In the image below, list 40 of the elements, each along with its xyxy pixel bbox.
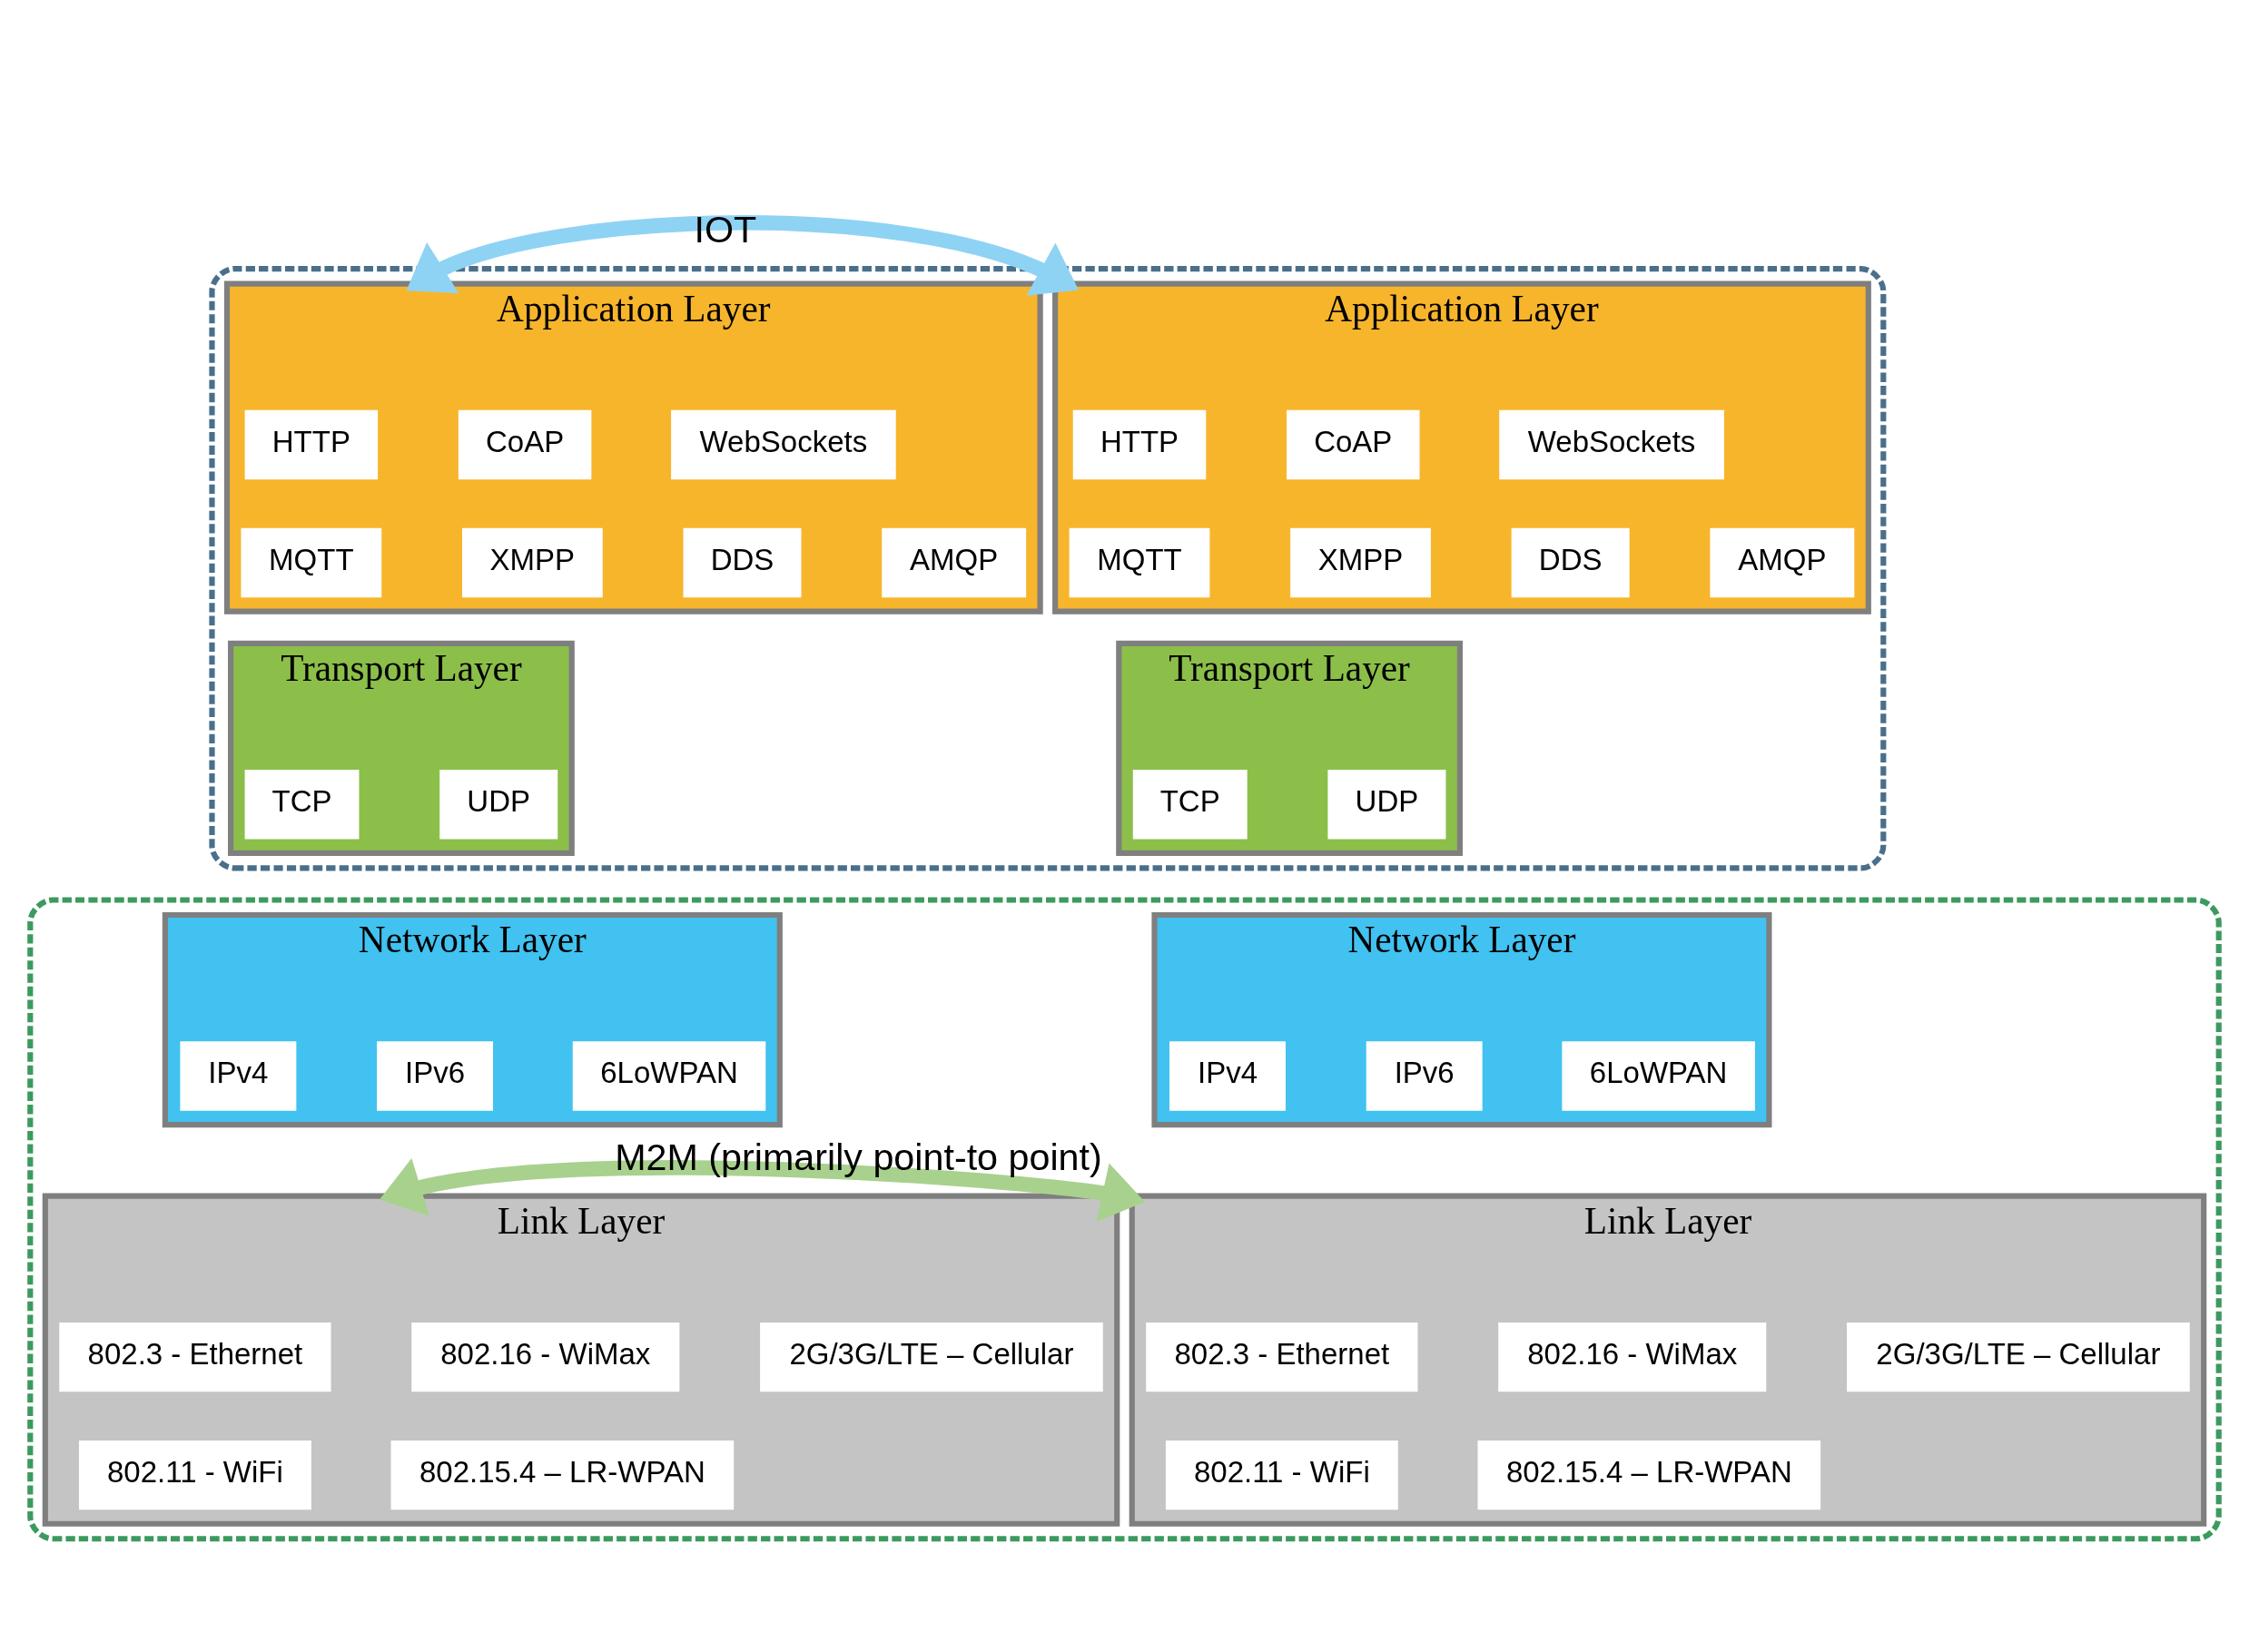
node-box: 802.3 - Ethernet bbox=[1146, 1322, 1418, 1392]
node-box: DDS bbox=[1511, 527, 1630, 598]
arrow bbox=[379, 1158, 1145, 1223]
cluster bbox=[209, 265, 1887, 871]
node-box: IPv6 bbox=[377, 1041, 494, 1111]
node-box: DDS bbox=[683, 527, 802, 598]
node-box: 802.15.4 – LR-WPAN bbox=[1477, 1440, 1821, 1510]
node-box: 802.15.4 – LR-WPAN bbox=[390, 1440, 735, 1510]
node-box: AMQP bbox=[882, 527, 1027, 598]
arrow bbox=[406, 215, 1079, 296]
node-box: MQTT bbox=[241, 527, 382, 598]
node-box: WebSockets bbox=[671, 409, 896, 480]
node-box: UDP bbox=[439, 770, 558, 840]
node-box: 6LoWPAN bbox=[572, 1041, 766, 1111]
node-box: TCP bbox=[244, 770, 360, 840]
node-box: 2G/3G/LTE – Cellular bbox=[760, 1322, 1103, 1392]
node-box: XMPP bbox=[1290, 527, 1431, 598]
node-box: 802.11 - WiFi bbox=[78, 1440, 311, 1510]
node-box: UDP bbox=[1327, 770, 1446, 840]
node-box: CoAP bbox=[1287, 409, 1420, 480]
cluster bbox=[27, 897, 2222, 1542]
node-box: 802.11 - WiFi bbox=[1165, 1440, 1398, 1510]
edge-label: IOT bbox=[694, 209, 757, 251]
node-box: XMPP bbox=[462, 527, 603, 598]
node-box: CoAP bbox=[458, 409, 592, 480]
node-box: IPv4 bbox=[180, 1041, 297, 1111]
node-box: IPv4 bbox=[1169, 1041, 1286, 1111]
node-box: 2G/3G/LTE – Cellular bbox=[1847, 1322, 2190, 1392]
node-box: MQTT bbox=[1069, 527, 1210, 598]
node-box: 6LoWPAN bbox=[1562, 1041, 1755, 1111]
node-box: IPv6 bbox=[1366, 1041, 1483, 1111]
node-box: 802.3 - Ethernet bbox=[59, 1322, 331, 1392]
edge-label: M2M (primarily point-to point) bbox=[615, 1136, 1102, 1178]
node-box: HTTP bbox=[1072, 409, 1207, 480]
node-box: 802.16 - WiMax bbox=[411, 1322, 680, 1392]
node-box: WebSockets bbox=[1499, 409, 1724, 480]
node-box: 802.16 - WiMax bbox=[1498, 1322, 1767, 1392]
node-box: HTTP bbox=[244, 409, 379, 480]
node-box: TCP bbox=[1132, 770, 1248, 840]
node-box: AMQP bbox=[1710, 527, 1855, 598]
